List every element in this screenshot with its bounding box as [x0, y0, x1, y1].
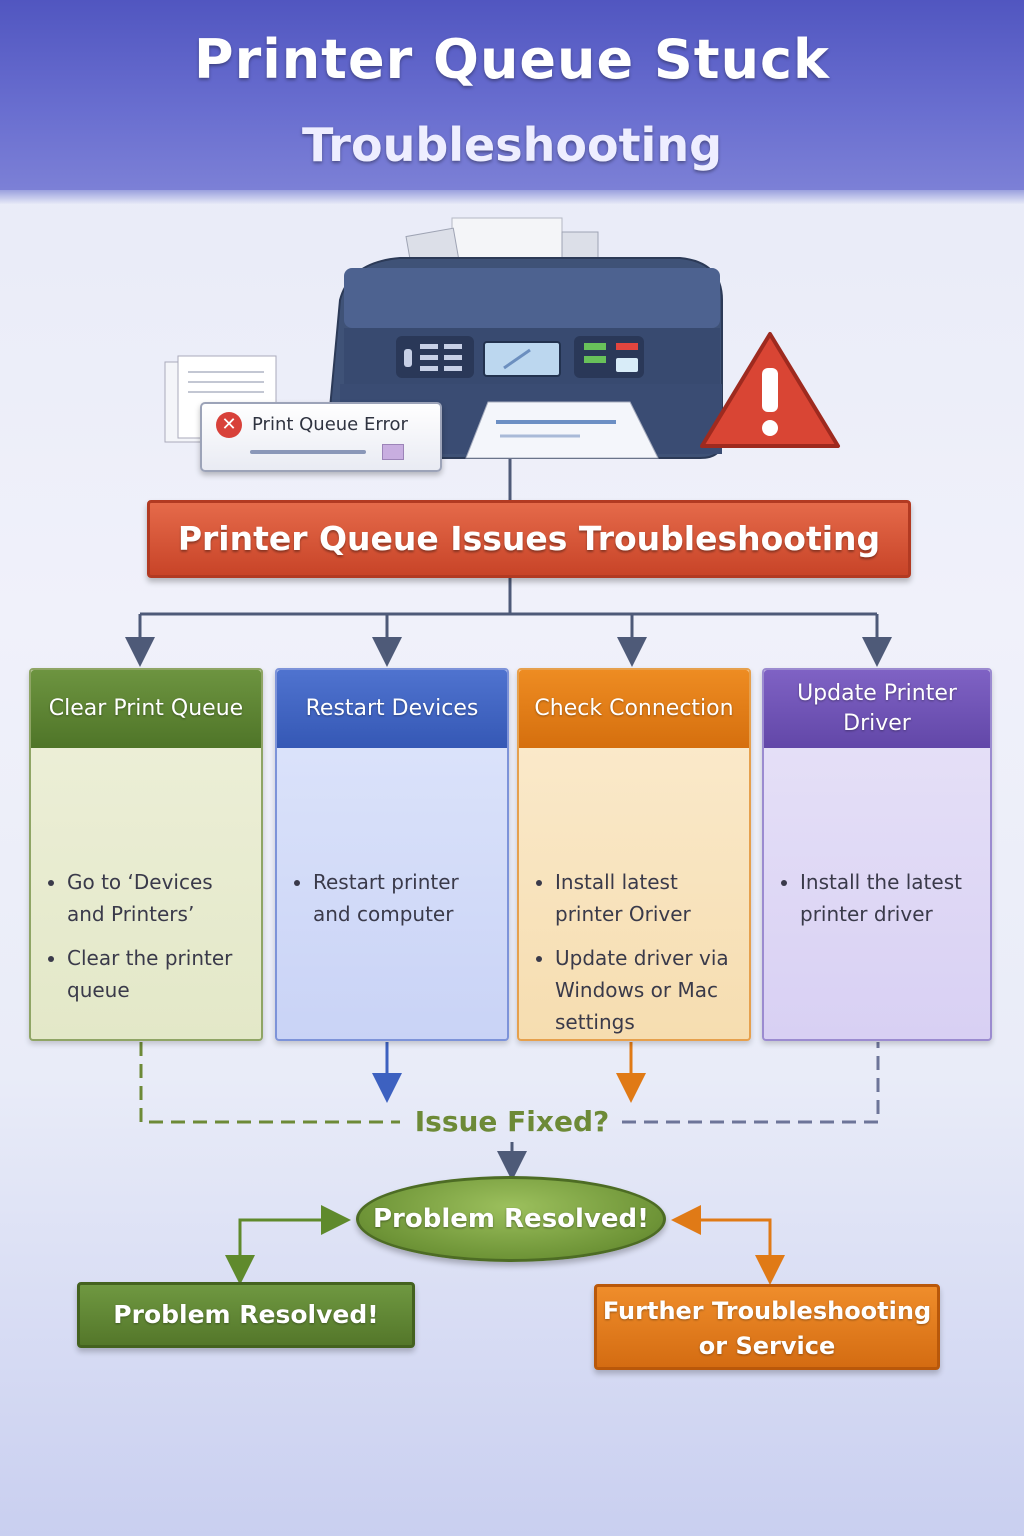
bullet-item: Go to ‘Devices and Printers’ — [67, 866, 251, 930]
page-subtitle: Troubleshooting — [301, 118, 723, 172]
decision-label: Issue Fixed? — [414, 1105, 610, 1138]
column-bullets: Go to ‘Devices and Printers’ Clear the p… — [49, 866, 251, 1018]
error-icon: ✕ — [216, 412, 242, 438]
bullet-item: Install the latest printer driver — [800, 866, 980, 930]
print-queue-error-dialog: ✕ Print Queue Error — [200, 402, 442, 472]
column-title: Update Printer Driver — [764, 670, 990, 748]
bullet-item: Update driver via Windows or Mac setting… — [555, 942, 739, 1038]
banner-to-columns-lines — [125, 578, 892, 667]
header-shadow — [0, 190, 1024, 204]
header-banner: Printer Queue Stuck Troubleshooting — [0, 0, 1024, 190]
further-line-2: or Service — [698, 1332, 836, 1360]
column-title: Clear Print Queue — [31, 670, 261, 748]
error-dialog-label: Print Queue Error — [252, 414, 408, 435]
column-bullets: Restart printer and computer — [295, 866, 497, 942]
warning-icon — [700, 332, 840, 448]
column-clear-print-queue: Clear Print Queue Go to ‘Devices and Pri… — [29, 668, 263, 1041]
error-progress-bar — [250, 450, 366, 454]
outcome-arrows — [225, 1205, 785, 1285]
columns-to-decision-lines — [139, 1042, 880, 1181]
further-line-1: Further Troubleshooting — [602, 1297, 932, 1325]
column-bullets: Install latest printer Oriver Update dri… — [537, 866, 739, 1050]
column-update-printer-driver: Update Printer Driver Install the latest… — [762, 668, 992, 1041]
column-check-connection: Check Connection Install latest printer … — [517, 668, 751, 1041]
further-troubleshooting-box: Further Troubleshooting or Service — [594, 1284, 940, 1370]
column-title: Check Connection — [519, 670, 749, 748]
column-bullets: Install the latest printer driver — [782, 866, 980, 942]
main-banner: Printer Queue Issues Troubleshooting — [147, 500, 911, 578]
problem-resolved-box: Problem Resolved! — [77, 1282, 415, 1348]
bullet-item: Restart printer and computer — [313, 866, 497, 930]
problem-resolved-oval: Problem Resolved! — [356, 1176, 666, 1262]
bullet-item: Install latest printer Oriver — [555, 866, 739, 930]
column-restart-devices: Restart Devices Restart printer and comp… — [275, 668, 509, 1041]
column-title: Restart Devices — [277, 670, 507, 748]
error-dialog-button[interactable] — [382, 444, 404, 460]
page-title: Printer Queue Stuck — [194, 28, 830, 91]
bullet-item: Clear the printer queue — [67, 942, 251, 1006]
